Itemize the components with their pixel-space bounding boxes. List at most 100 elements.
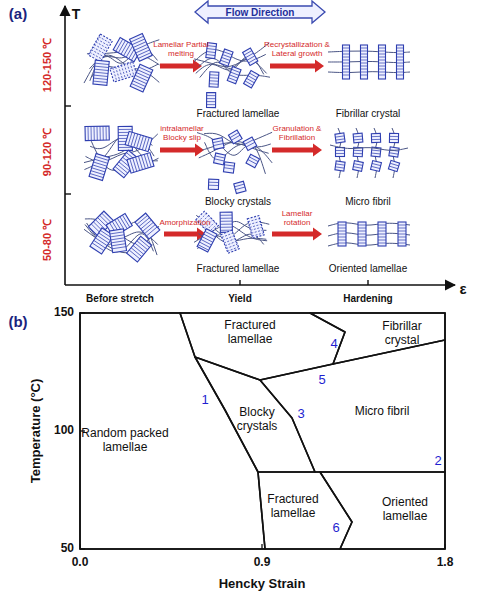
lamella-layer <box>133 42 146 48</box>
stage-label: Hardening <box>328 293 408 304</box>
lamella-outline <box>212 138 224 150</box>
lamella-layer <box>248 160 257 165</box>
lamella-outline <box>247 216 264 238</box>
lamella-outline <box>197 229 217 252</box>
lamella-stack <box>389 147 399 157</box>
lamella-layer <box>98 218 108 228</box>
lamella-layer <box>111 238 125 240</box>
lamella-stack <box>85 126 109 141</box>
lamella-layer <box>379 48 386 49</box>
lamella-layer <box>397 72 404 73</box>
lamella-layer <box>390 136 399 137</box>
lamella-layer <box>213 144 223 146</box>
lamella-layer <box>361 57 368 58</box>
lamella-stack <box>343 45 350 79</box>
lamella-layer <box>202 237 213 243</box>
region-outline-svg <box>80 313 445 549</box>
lamella-layer <box>343 57 350 58</box>
process-label: Lamellar rotation <box>272 210 322 228</box>
lamella-layer <box>112 247 126 249</box>
axis-tick <box>261 544 262 549</box>
lamella-layer <box>228 78 236 81</box>
lamella-layer <box>145 137 149 150</box>
lamella-layer <box>210 74 219 75</box>
lamella-layer <box>97 126 98 140</box>
lamella-layer <box>343 66 350 67</box>
lamella-stack <box>361 45 368 79</box>
lamella-layer <box>122 215 129 227</box>
lamella-layer <box>251 230 263 233</box>
axis-tick <box>80 430 85 431</box>
callout-number: 6 <box>329 521 343 535</box>
lamella-layer <box>137 50 150 56</box>
lamella-layer <box>117 164 128 173</box>
chain-line <box>330 145 408 150</box>
lamella-outline <box>125 131 152 151</box>
lamella-outline <box>338 222 346 246</box>
lamella-layer <box>95 63 109 64</box>
flow-direction-text: Flow Direction <box>210 7 310 18</box>
lamella-layer <box>338 240 346 241</box>
lamella-outline <box>89 153 109 180</box>
lamella-outline <box>130 64 153 92</box>
lamella-outline <box>379 45 386 79</box>
lamella-layer <box>227 247 238 251</box>
lamella-layer <box>141 220 152 229</box>
lamella-layer <box>95 66 109 67</box>
lamella-layer <box>133 245 144 254</box>
lamella-stack <box>118 126 132 150</box>
process-label: Amorphization <box>150 219 220 228</box>
lamella-outline <box>389 147 399 157</box>
lamella-stack <box>243 137 257 151</box>
lamella-layer <box>138 70 151 76</box>
lamella-stack <box>130 34 153 62</box>
temperature-range: 120-150 ℃ <box>41 30 53 100</box>
callout-number: 1 <box>198 393 212 407</box>
lamella-stack <box>371 133 380 142</box>
lamella-stack <box>135 213 160 239</box>
lamella-layer <box>99 233 111 241</box>
phase-region: Fractured lamellae <box>80 313 445 549</box>
lamella-layer <box>213 141 223 143</box>
lamella-layer <box>96 42 108 49</box>
lamella-layer <box>111 241 125 243</box>
lamella-layer <box>354 150 363 151</box>
lamella-layer <box>361 66 368 67</box>
lamella-layer <box>343 63 350 64</box>
lamella-layer <box>378 225 386 226</box>
lamella-layer <box>358 234 366 235</box>
lamella-layer <box>390 163 399 166</box>
lamella-layer <box>224 168 234 169</box>
stage-label: Yield <box>210 293 270 304</box>
lamella-layer <box>223 55 231 58</box>
lamella-layer <box>88 127 89 141</box>
lamella-layer <box>397 63 404 64</box>
region-outline <box>195 357 315 472</box>
lamella-stack <box>397 45 404 79</box>
lamella-layer <box>358 231 366 232</box>
lamella-layer <box>336 150 345 151</box>
lamella-layer <box>134 44 147 50</box>
lamella-stack <box>220 212 232 232</box>
lamella-stack <box>221 230 240 253</box>
lamella-layer <box>336 164 345 165</box>
stage-label: Before stretch <box>75 293 165 304</box>
lamella-layer <box>398 225 406 226</box>
lamella-layer <box>338 234 346 235</box>
lamella-layer <box>371 136 380 137</box>
lamella-layer <box>94 44 106 51</box>
structure-caption: Fractured lamellae <box>188 108 288 119</box>
lamella-outline <box>343 45 350 79</box>
lamella-layer <box>398 240 406 241</box>
lamella-layer <box>199 242 210 248</box>
lamella-layer <box>207 98 216 99</box>
lamella-outline <box>221 230 240 253</box>
lamella-layer <box>220 218 232 219</box>
lamella-layer <box>207 51 216 52</box>
illustrations <box>84 34 410 263</box>
lamella-stack <box>208 179 218 189</box>
lamella-outline <box>135 213 160 239</box>
lamella-layer <box>139 218 150 227</box>
phase-region: Random packed lamellae <box>80 313 445 549</box>
lamella-layer <box>398 228 406 229</box>
